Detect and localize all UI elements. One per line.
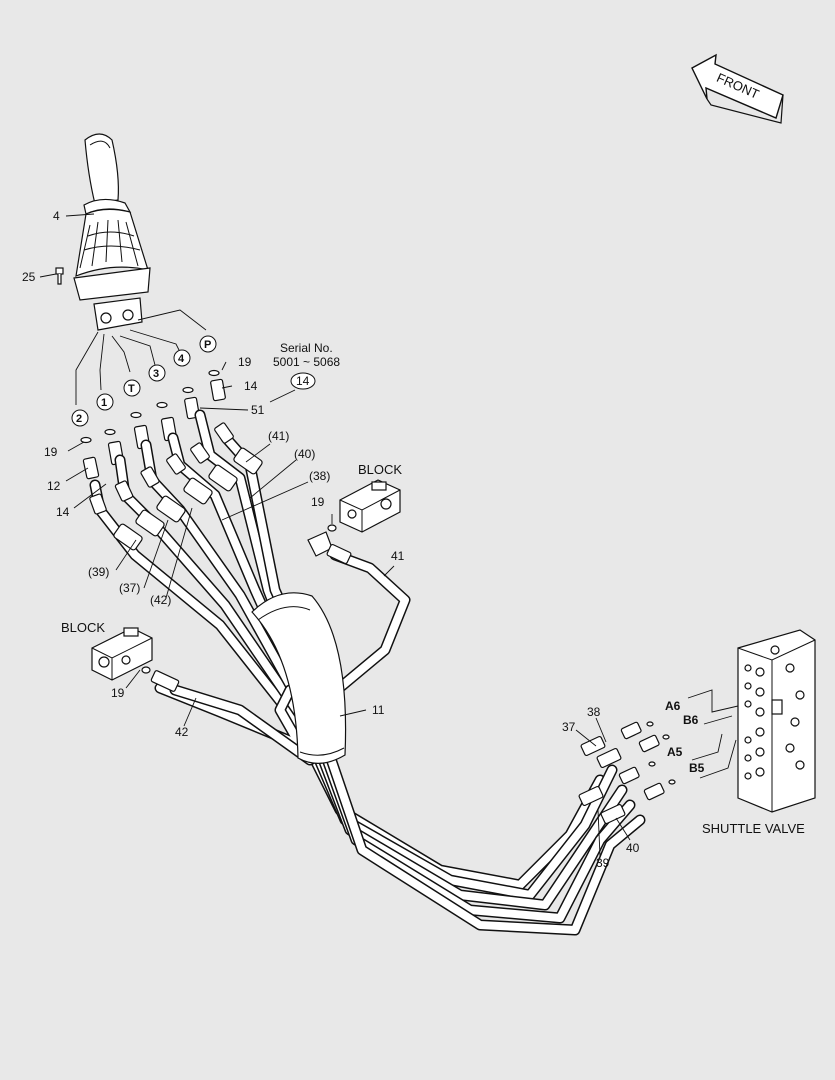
port-4-label: 4 — [178, 353, 185, 365]
port-b6-label: B6 — [683, 713, 699, 727]
serial-note: Serial No. 5001 ~ 5068 14 — [273, 341, 340, 390]
callout-labels: 4 25 19 14 51 19 12 14 (41) (40) (38) (3… — [22, 209, 805, 870]
port-b5-label: B5 — [689, 761, 705, 775]
callout-37-paren: (37) — [119, 581, 140, 595]
callout-4: 4 — [53, 209, 60, 223]
callout-38-paren: (38) — [309, 469, 330, 483]
callout-leaders — [39, 213, 631, 857]
callout-37: 37 — [562, 720, 576, 734]
port-a5-label: A5 — [667, 745, 683, 759]
callout-40: 40 — [626, 841, 640, 855]
callout-19-top: 19 — [238, 355, 252, 369]
callout-11: 11 — [372, 703, 385, 717]
shuttle-fittings — [578, 689, 739, 825]
port-tags: 2 1 T 3 4 P — [71, 335, 217, 427]
bolt-25 — [55, 267, 64, 285]
front-arrow: FRONT — [691, 53, 784, 124]
serial-line1: Serial No. — [280, 341, 333, 355]
callout-41-paren: (41) — [268, 429, 289, 443]
serial-line2: 5001 ~ 5068 — [273, 355, 340, 369]
hose-42 — [154, 682, 316, 766]
callout-42: 42 — [175, 725, 189, 739]
hose-end-fittings — [89, 422, 263, 551]
shuttle-valve-label: SHUTTLE VALVE — [702, 821, 805, 836]
callout-14-top: 14 — [244, 379, 258, 393]
callout-19-block-upper: 19 — [311, 495, 325, 509]
port-p-label: P — [204, 339, 211, 351]
callout-19-left: 19 — [44, 445, 58, 459]
block-upper-label: BLOCK — [358, 462, 402, 477]
callout-39-paren: (39) — [88, 565, 109, 579]
hose-41 — [220, 432, 411, 706]
joystick — [73, 133, 151, 331]
port-leaders — [75, 309, 207, 405]
callout-25: 25 — [22, 270, 36, 284]
callout-41: 41 — [391, 549, 405, 563]
port-t-label: T — [128, 383, 135, 395]
port-3-label: 3 — [153, 368, 159, 380]
port-2-label: 2 — [76, 413, 82, 425]
serial-part-label: 14 — [296, 374, 310, 388]
protective-sleeve — [251, 592, 347, 764]
lower-block — [91, 627, 180, 692]
callout-40-paren: (40) — [294, 447, 315, 461]
callout-19-block-lower: 19 — [111, 686, 125, 700]
callout-39: 39 — [596, 856, 610, 870]
shuttle-valve — [737, 629, 816, 813]
hose-bundle — [89, 409, 646, 936]
callout-12: 12 — [47, 479, 61, 493]
callout-51: 51 — [251, 403, 265, 417]
callout-42-paren: (42) — [150, 593, 171, 607]
port-a6-label: A6 — [665, 699, 681, 713]
callout-38: 38 — [587, 705, 601, 719]
upper-block — [307, 479, 401, 565]
callout-14-left: 14 — [56, 505, 70, 519]
block-lower-label: BLOCK — [61, 620, 105, 635]
port-1-label: 1 — [101, 397, 107, 409]
